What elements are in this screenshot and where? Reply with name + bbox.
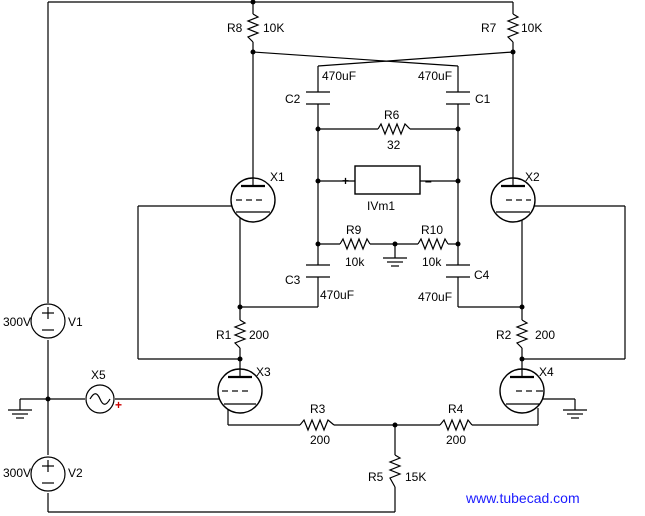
label-R9: R9: [346, 223, 362, 237]
value-R3: 200: [310, 433, 330, 447]
resistor-R7: [506, 13, 520, 43]
label-C1: C1: [475, 92, 491, 106]
label-R5: R5: [368, 470, 384, 484]
value-C2: 470uF: [322, 69, 356, 83]
ac-source-X5: [85, 384, 115, 414]
resistor-R2: [515, 319, 529, 349]
capacitor-C1: [446, 91, 470, 105]
label-X1: X1: [270, 170, 285, 184]
label-R1: R1: [216, 328, 232, 342]
resistor-R1: [233, 319, 247, 349]
value-R2: 200: [535, 328, 555, 342]
resistor-R4: [439, 418, 473, 432]
ground-icon-center: [383, 257, 407, 267]
website-link[interactable]: www.tubecad.com: [465, 490, 580, 506]
voltage-source-V2: [30, 456, 66, 492]
value-V1: 300V: [3, 315, 31, 329]
value-R7: 10K: [521, 21, 542, 35]
label-R4: R4: [448, 402, 464, 416]
label-X2: X2: [525, 170, 540, 184]
x5-plus-sign: +: [115, 398, 122, 412]
value-C3: 470uF: [320, 288, 354, 302]
value-R4: 200: [446, 433, 466, 447]
ground-icon-right: [563, 409, 587, 419]
meter-plus-sign: +: [342, 174, 349, 188]
label-V2: V2: [68, 466, 83, 480]
meter-minus-sign: –: [425, 174, 432, 188]
junction-dots: [45, 0, 525, 428]
capacitor-C2: [306, 91, 330, 105]
tube-X1: [230, 165, 276, 223]
resistor-R6: [377, 122, 411, 136]
label-R7: R7: [481, 21, 497, 35]
value-R5: 15K: [405, 470, 426, 484]
label-R6: R6: [384, 108, 400, 122]
capacitor-C3: [306, 264, 330, 278]
value-C4: 470uF: [418, 290, 452, 304]
voltage-source-V1: [30, 303, 66, 339]
label-IVm1: IVm1: [367, 199, 395, 213]
tube-X3: [217, 368, 263, 414]
label-X5: X5: [91, 368, 106, 382]
value-V2: 300V: [3, 466, 31, 480]
tube-X2: [490, 165, 536, 223]
value-C1: 470uF: [418, 69, 452, 83]
value-R6: 32: [387, 138, 401, 152]
label-R10: R10: [421, 223, 443, 237]
resistor-R5: [388, 454, 402, 488]
label-R8: R8: [227, 21, 243, 35]
label-C2: C2: [285, 92, 301, 106]
resistor-R3: [299, 418, 335, 432]
value-R1: 200: [249, 328, 269, 342]
resistor-R9: [339, 237, 371, 251]
resistor-R10: [417, 237, 449, 251]
resistor-R8: [246, 13, 260, 43]
tube-X4: [499, 368, 545, 414]
value-R10: 10k: [422, 255, 442, 269]
value-R9: 10k: [345, 255, 365, 269]
wires: [19, 1, 626, 513]
label-R3: R3: [310, 402, 326, 416]
ground-icon-left: [8, 409, 32, 419]
label-X4: X4: [539, 365, 554, 379]
label-X3: X3: [256, 365, 271, 379]
label-R2: R2: [496, 328, 512, 342]
label-C3: C3: [285, 273, 301, 287]
label-V1: V1: [68, 315, 83, 329]
value-R8: 10K: [263, 21, 284, 35]
label-C4: C4: [474, 268, 490, 282]
meter-IVm1: [354, 165, 421, 195]
capacitor-C4: [446, 264, 470, 278]
